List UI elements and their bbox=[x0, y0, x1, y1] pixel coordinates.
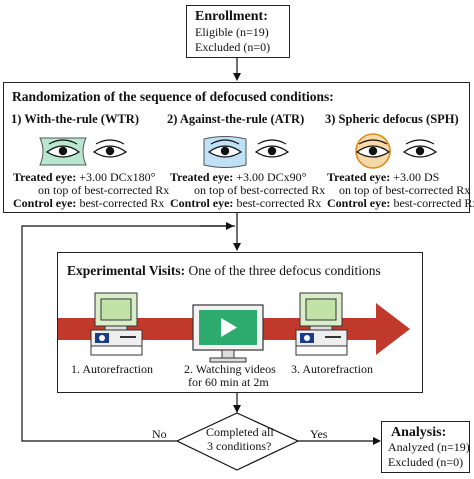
condition-1-control: Control eye: best-corrected Rx bbox=[13, 196, 165, 210]
condition-1-treated-line2: on top of best-corrected Rx bbox=[38, 183, 170, 197]
condition-2-heading: 2) Against-the-rule (ATR) bbox=[167, 112, 305, 126]
condition-3-treated-line2: on top of best-corrected Rx bbox=[339, 183, 471, 197]
cylinder-lens-atr-icon bbox=[203, 136, 247, 168]
condition-3-control: Control eye: best-corrected Rx bbox=[327, 196, 474, 210]
analysis-title: Analysis: bbox=[391, 425, 447, 440]
condition-2-icons bbox=[203, 136, 290, 168]
autorefractor-1-icon bbox=[90, 292, 143, 356]
condition-1-icons bbox=[39, 137, 128, 166]
condition-1-treated: Treated eye: +3.00 DCx180° bbox=[13, 170, 156, 184]
play-icon bbox=[221, 318, 237, 337]
randomization-box: Randomization of the sequence of defocus… bbox=[3, 82, 474, 213]
autorefractor-2-icon bbox=[295, 292, 348, 356]
visits-title: Experimental Visits: One of the three de… bbox=[67, 263, 381, 278]
loop-back-line bbox=[21, 225, 235, 442]
condition-2-control: Control eye: best-corrected Rx bbox=[170, 196, 322, 210]
decision-yes-label: Yes bbox=[310, 427, 328, 441]
enrollment-title: Enrollment: bbox=[195, 9, 268, 24]
condition-2-treated-line2: on top of best-corrected Rx bbox=[194, 183, 326, 197]
condition-3-treated: Treated eye: +3.00 DS bbox=[327, 170, 440, 184]
video-monitor-icon bbox=[192, 304, 264, 363]
step-2-label-line2: for 60 min at 2m bbox=[188, 375, 269, 389]
condition-2-treated: Treated eye: +3.00 DCx90° bbox=[170, 170, 307, 184]
visits-illustration bbox=[58, 292, 410, 363]
analysis-analyzed: Analyzed (n=19) bbox=[388, 440, 470, 454]
randomization-title: Randomization of the sequence of defocus… bbox=[12, 89, 334, 104]
decision-no-label: No bbox=[152, 427, 167, 441]
enrollment-box: Enrollment: Eligible (n=19) Excluded (n=… bbox=[186, 5, 290, 58]
condition-3-icons bbox=[355, 133, 438, 169]
control-eye-icon bbox=[254, 139, 290, 158]
control-eye-icon bbox=[402, 139, 438, 158]
decision-text-line1: Completed all bbox=[206, 425, 274, 439]
visits-box: Experimental Visits: One of the three de… bbox=[57, 252, 423, 393]
decision-text-line2: 3 conditions? bbox=[207, 439, 272, 453]
decision-diamond bbox=[175, 412, 300, 471]
condition-1-heading: 1) With-the-rule (WTR) bbox=[11, 112, 139, 126]
analysis-box: Analysis: Analyzed (n=19) Excluded (n=0) bbox=[381, 421, 470, 473]
step-1-label: 1. Autorefraction bbox=[71, 362, 153, 376]
enrollment-excluded: Excluded (n=0) bbox=[195, 40, 271, 54]
condition-3-heading: 3) Spheric defocus (SPH) bbox=[325, 112, 459, 126]
cylinder-lens-wtr-icon bbox=[39, 137, 87, 166]
control-eye-icon bbox=[92, 139, 128, 158]
enrollment-eligible: Eligible (n=19) bbox=[195, 25, 269, 39]
spheric-lens-icon bbox=[355, 133, 391, 169]
analysis-excluded: Excluded (n=0) bbox=[388, 455, 464, 469]
step-3-label: 3. Autorefraction bbox=[291, 362, 373, 376]
step-2-label: 2. Watching videos bbox=[184, 362, 276, 376]
